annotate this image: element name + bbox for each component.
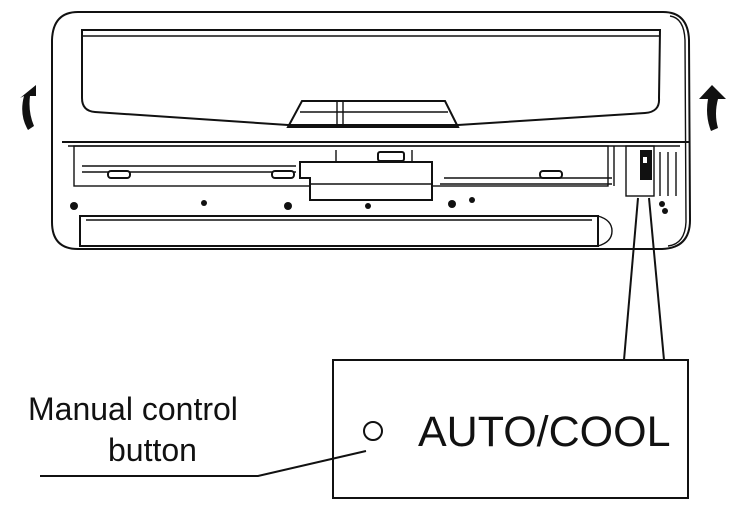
callout-box [332, 359, 689, 499]
label-pointer-line [40, 450, 367, 477]
side-compartment [625, 145, 655, 197]
unit-outer-casing [51, 11, 692, 250]
manual-control-label-line2: button [108, 432, 197, 468]
front-panel [81, 29, 662, 126]
unit-right-rim [667, 15, 687, 247]
center-bracket [299, 161, 433, 201]
manual-control-label-line1: Manual control [28, 391, 238, 427]
leader-line-left [623, 197, 639, 361]
air-outlet-louver [79, 215, 599, 247]
airflow-up-arrow-right-icon [699, 85, 726, 131]
indoor-unit [51, 11, 692, 250]
mode-text: AUTO/COOL [418, 408, 670, 456]
manual-control-button-icon[interactable] [363, 421, 383, 441]
airflow-up-arrow-left-icon [20, 85, 36, 130]
leader-line-right [648, 197, 665, 361]
display-window [286, 100, 460, 128]
